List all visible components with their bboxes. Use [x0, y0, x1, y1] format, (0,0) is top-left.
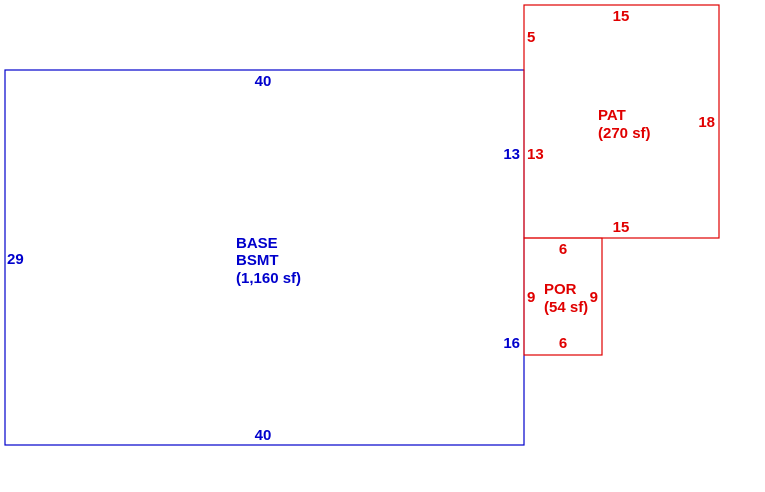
patio-top-dimension: 15: [613, 8, 630, 25]
porch-area-outline: [523, 237, 603, 356]
patio-left-lower-dimension: 13: [527, 146, 544, 163]
porch-bottom-dimension: 6: [559, 335, 567, 352]
patio-bottom-dimension: 15: [613, 219, 630, 236]
patio-area-outline: [523, 4, 720, 239]
base-bottom-dimension: 40: [255, 427, 272, 444]
porch-left-dimension: 9: [527, 289, 535, 306]
porch-area-size: (54 sf): [544, 299, 588, 316]
base-right-upper-dimension: 13: [503, 146, 520, 163]
base-top-dimension: 40: [255, 73, 272, 90]
base-area-name: BASE: [236, 235, 278, 252]
patio-area-name: PAT: [598, 107, 626, 124]
patio-right-dimension: 18: [698, 114, 715, 131]
porch-right-dimension: 9: [590, 289, 598, 306]
patio-area-size: (270 sf): [598, 125, 651, 142]
patio-left-upper-dimension: 5: [527, 29, 535, 46]
porch-area-name: POR: [544, 281, 577, 298]
base-area-subname: BSMT: [236, 252, 279, 269]
base-right-lower-dimension: 16: [503, 335, 520, 352]
base-area-size: (1,160 sf): [236, 270, 301, 287]
base-left-dimension: 29: [7, 251, 24, 268]
porch-top-dimension: 6: [559, 241, 567, 258]
